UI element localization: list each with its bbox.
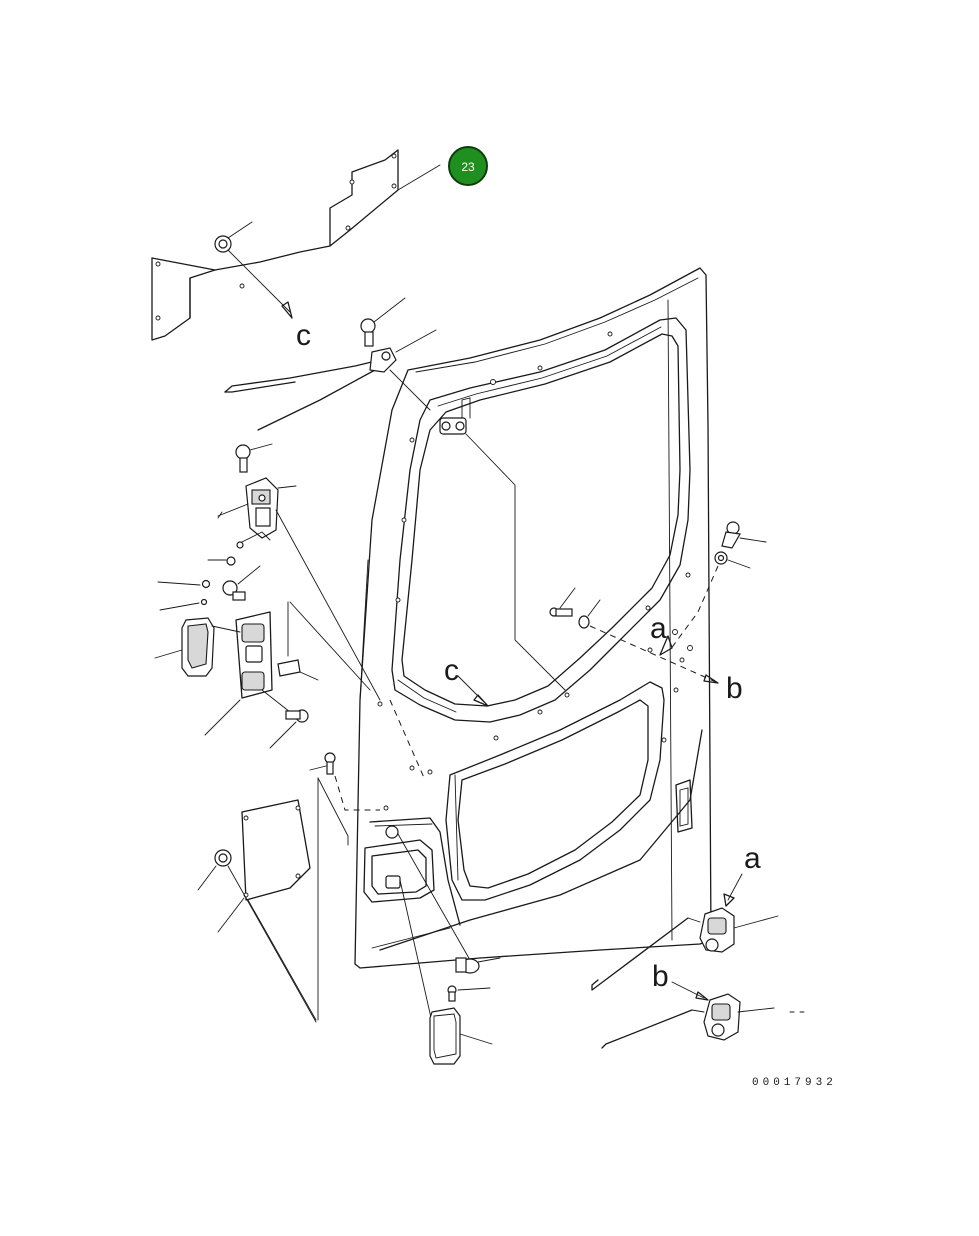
latch-bolt (235, 443, 273, 473)
drawing-number: 00017932 (752, 1077, 837, 1089)
callout-c-arrow (457, 675, 489, 707)
trim-bolt (214, 221, 293, 319)
window-latch (439, 397, 566, 691)
door-lock-a (591, 873, 779, 991)
small-screw (207, 556, 236, 566)
badge-number: 23 (461, 160, 475, 174)
top-trim-panel (151, 149, 441, 341)
callout-c-trim: c (296, 319, 311, 352)
top-hinge-cable (224, 329, 437, 431)
door-lock-b (601, 981, 805, 1049)
door-panel (354, 267, 712, 969)
handle-screw (447, 985, 491, 1002)
outside-door-handle (154, 617, 241, 677)
handle-nut (269, 709, 309, 749)
top-bolt (360, 297, 406, 347)
handle-bolt (222, 565, 261, 601)
callout-b-door: b (726, 672, 743, 705)
centre-bolt-washer (549, 587, 719, 684)
callout-a-arrow (659, 635, 673, 656)
part-number-badge[interactable]: 23 (448, 146, 488, 186)
callout-b-lock: b (652, 960, 669, 993)
cover-bolt (197, 849, 317, 1023)
handle-cap (455, 957, 501, 974)
lower-bolt (309, 752, 380, 1021)
callout-c-door: c (444, 654, 459, 687)
latch-rod-path (389, 699, 426, 781)
callout-a-lock: a (744, 842, 761, 875)
interior-grip-cover (429, 1007, 493, 1065)
lower-trim-cover (241, 799, 311, 901)
callout-a-door: a (650, 612, 667, 645)
screw-washer-set (157, 579, 211, 611)
handle-bracket-plate (204, 601, 371, 736)
striker-bolt (669, 521, 767, 651)
interior-handle-screw (385, 825, 471, 1041)
door-latch-mechanism (217, 477, 381, 701)
